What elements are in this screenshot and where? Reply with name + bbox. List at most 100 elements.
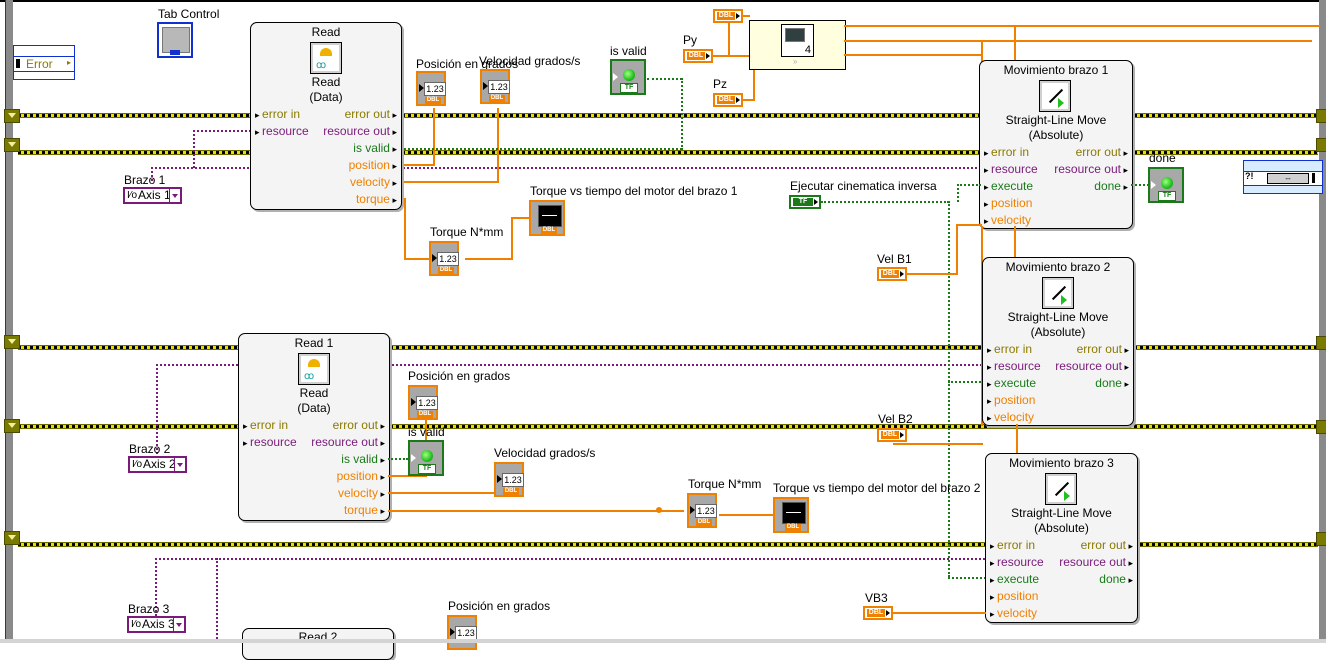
terminal-error-in[interactable]: error in [984, 145, 1029, 159]
sequence-tunnel-left[interactable] [4, 109, 20, 123]
torque-indicator[interactable]: 1.23 DBL [687, 493, 717, 528]
sequence-tunnel-right[interactable] [1316, 532, 1326, 546]
sequence-tunnel-left[interactable] [4, 531, 20, 545]
chevron-down-icon[interactable] [169, 189, 180, 202]
terminal-velocity[interactable]: velocity [990, 606, 1037, 620]
terminal-execute[interactable]: execute [984, 179, 1033, 193]
terminal-error-out[interactable]: error out [345, 107, 397, 121]
terminal-position[interactable]: position [990, 589, 1038, 603]
terminal-velocity[interactable]: velocity [338, 486, 385, 500]
node-subtitle: (Absolute) [1028, 128, 1084, 142]
terminal-position[interactable]: position [337, 469, 385, 483]
pz-control[interactable]: DBL [713, 93, 743, 107]
sequence-tunnel-right[interactable] [1316, 109, 1326, 123]
terminal-is-valid[interactable]: is valid [353, 141, 397, 155]
terminal-resource-out[interactable]: resource out [1059, 555, 1133, 569]
terminal-torque[interactable]: torque [344, 503, 385, 517]
terminal-torque[interactable]: torque [356, 192, 397, 206]
vel-b1-control[interactable]: DBL [877, 267, 907, 281]
terminal-resource[interactable]: resource [990, 555, 1044, 569]
sequence-tunnel-right[interactable] [1316, 336, 1326, 350]
position-indicator[interactable]: 1.23 [447, 615, 477, 650]
terminal-resource[interactable]: resource [987, 359, 1041, 373]
sequence-tunnel-right[interactable] [1316, 420, 1326, 434]
axis-select-brazo-1[interactable]: I⁄o Axis 1 [123, 187, 182, 204]
inverse-kinematics-subvi[interactable]: 4 » [749, 20, 846, 70]
terminal-done[interactable]: done [1094, 179, 1128, 193]
done-indicator[interactable]: TF [1148, 167, 1184, 203]
terminal-error-out[interactable]: error out [1081, 538, 1133, 552]
sequence-tunnel-left[interactable] [4, 335, 20, 349]
terminal-velocity[interactable]: velocity [350, 175, 397, 189]
terminal-error-in[interactable]: error in [243, 418, 288, 432]
move-node[interactable]: Movimiento brazo 1 Straight-Line Move (A… [979, 60, 1133, 229]
type-badge: DBL [541, 227, 557, 234]
torque-graph-indicator[interactable]: DBL [773, 497, 809, 533]
torque-graph-indicator[interactable]: DBL [529, 200, 565, 236]
chevron-down-icon[interactable] [173, 618, 184, 631]
terminal-position[interactable]: position [987, 393, 1035, 407]
type-badge: DBL [881, 270, 899, 278]
terminal-position[interactable]: position [984, 196, 1032, 210]
sequence-tunnel-right[interactable] [1316, 138, 1326, 152]
terminal-velocity[interactable]: velocity [987, 410, 1034, 424]
terminal-resource-out[interactable]: resource out [311, 435, 385, 449]
error-cluster-constant[interactable]: Error ▸ [13, 45, 75, 80]
terminal-velocity[interactable]: velocity [984, 213, 1031, 227]
chevron-down-icon[interactable] [174, 458, 185, 471]
terminal-error-in[interactable]: error in [987, 342, 1032, 356]
move-node[interactable]: Movimiento brazo 2 Straight-Line Move (A… [982, 257, 1134, 426]
terminal-error-out[interactable]: error out [1076, 145, 1128, 159]
position-indicator[interactable]: 1.23 DBL [408, 385, 438, 420]
terminal-execute[interactable]: execute [990, 572, 1039, 586]
sequence-tunnel-left[interactable] [4, 419, 20, 433]
torque-indicator[interactable]: 1.23 DBL [429, 241, 459, 276]
terminal-position[interactable]: position [349, 158, 397, 172]
terminal-done[interactable]: done [1095, 376, 1129, 390]
terminal-resource-out[interactable]: resource out [1054, 162, 1128, 176]
axis-label-brazo-3: Brazo 3 [128, 602, 170, 616]
tab-control-terminal[interactable] [157, 22, 193, 58]
led-icon [623, 69, 635, 81]
sequence-structure-right-edge [1319, 0, 1326, 643]
error-status-indicator[interactable]: ?! -- [1243, 160, 1323, 194]
read-node[interactable]: Read 1 ꝏ Read (Data) error in resource e… [238, 333, 390, 521]
terminal-error-in[interactable]: error in [990, 538, 1035, 552]
terminal-resource-out[interactable]: resource out [1055, 359, 1129, 373]
terminal-resource[interactable]: resource [243, 435, 297, 449]
terminal-resource-out[interactable]: resource out [323, 124, 397, 138]
is-valid-indicator[interactable]: TF [610, 59, 646, 95]
terminal-error-out[interactable]: error out [333, 418, 385, 432]
read-node[interactable]: Read 2 [242, 628, 394, 660]
boolean-wire [948, 381, 984, 383]
terminal-is-valid[interactable]: is valid [341, 452, 385, 466]
horizontal-scrollbar[interactable] [0, 639, 1326, 643]
position-indicator[interactable]: 1.23 DBL [416, 71, 446, 106]
numeric-wire [844, 40, 1312, 42]
velocity-indicator[interactable]: 1.23 DBL [480, 69, 510, 104]
px-control[interactable]: DBL [713, 9, 743, 23]
position-indicator-label: Posición en grados [416, 57, 519, 71]
terminal-resource[interactable]: resource [984, 162, 1038, 176]
numeric-wire [728, 23, 730, 56]
is-valid-indicator[interactable]: TF [408, 440, 444, 476]
move-node[interactable]: Movimiento brazo 3 Straight-Line Move (A… [985, 453, 1138, 623]
type-badge: DBL [687, 52, 705, 60]
terminal-error-out[interactable]: error out [1077, 342, 1129, 356]
read-node[interactable]: Read ꝏ Read (Data) error in resource err… [250, 22, 402, 210]
axis-select-brazo-2[interactable]: I⁄o Axis 2 [128, 456, 187, 473]
terminal-error-in[interactable]: error in [255, 107, 300, 121]
numeric-wire [981, 40, 983, 62]
py-control[interactable]: DBL [683, 49, 713, 63]
execute-control[interactable]: TF [789, 195, 821, 209]
vb3-control[interactable]: DBL [863, 606, 893, 620]
vel-b2-control[interactable]: DBL [877, 428, 907, 442]
terminal-resource[interactable]: resource [255, 124, 309, 138]
input-arrow-icon [1151, 181, 1156, 189]
sequence-tunnel-left[interactable] [4, 138, 20, 152]
terminal-done[interactable]: done [1099, 572, 1133, 586]
axis-label-brazo-1: Brazo 1 [124, 173, 166, 187]
velocity-indicator[interactable]: 1.23 DBL [494, 462, 524, 497]
axis-select-brazo-3[interactable]: I⁄o Axis 3 [127, 616, 186, 633]
terminal-execute[interactable]: execute [987, 376, 1036, 390]
